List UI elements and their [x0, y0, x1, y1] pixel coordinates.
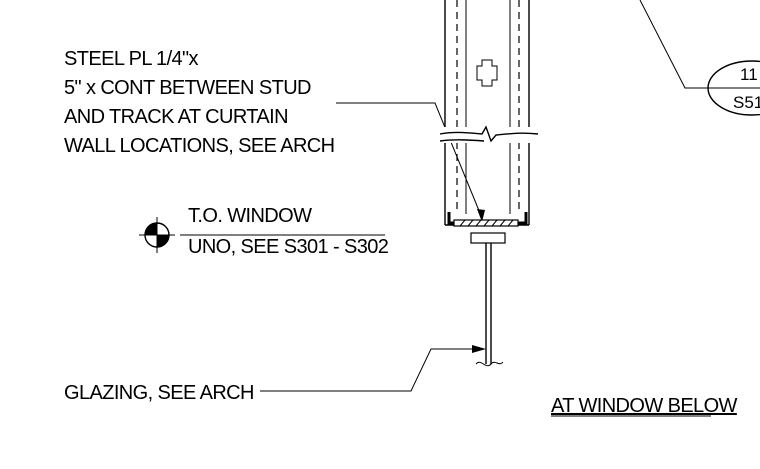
callout-number: 11 [740, 65, 758, 84]
glazing [475, 243, 504, 367]
callout-sheet: S511 [733, 93, 760, 112]
glazing-note: GLAZING, SEE ARCH [64, 382, 254, 404]
elevation-note: UNO, SEE S301 - S302 [188, 236, 389, 258]
view-title: AT WINDOW BELOW [551, 395, 738, 417]
window-head-clip [470, 232, 506, 244]
glazing-leader [260, 345, 486, 392]
leader-arrowhead [477, 209, 485, 222]
elevation-name: T.O. WINDOW [188, 205, 312, 227]
note-line: AND TRACK AT CURTAIN [64, 106, 288, 128]
note-line: WALL LOCATIONS, SEE ARCH [64, 135, 334, 157]
stud-knockout [476, 59, 498, 87]
detail-callout: 11 S511 [639, 0, 760, 116]
track-and-plate [447, 212, 528, 244]
note-line: STEEL PL 1/4"x [64, 48, 199, 70]
steel-plate-note: STEEL PL 1/4"x 5" x CONT BETWEEN STUD AN… [64, 48, 335, 157]
steel-plate-leader [336, 102, 485, 222]
elevation-target-icon [139, 217, 175, 253]
break-line [439, 125, 539, 143]
note-line: 5" x CONT BETWEEN STUD [64, 77, 311, 99]
leader-arrowhead [472, 345, 486, 353]
stud-wall-section [444, 0, 530, 226]
